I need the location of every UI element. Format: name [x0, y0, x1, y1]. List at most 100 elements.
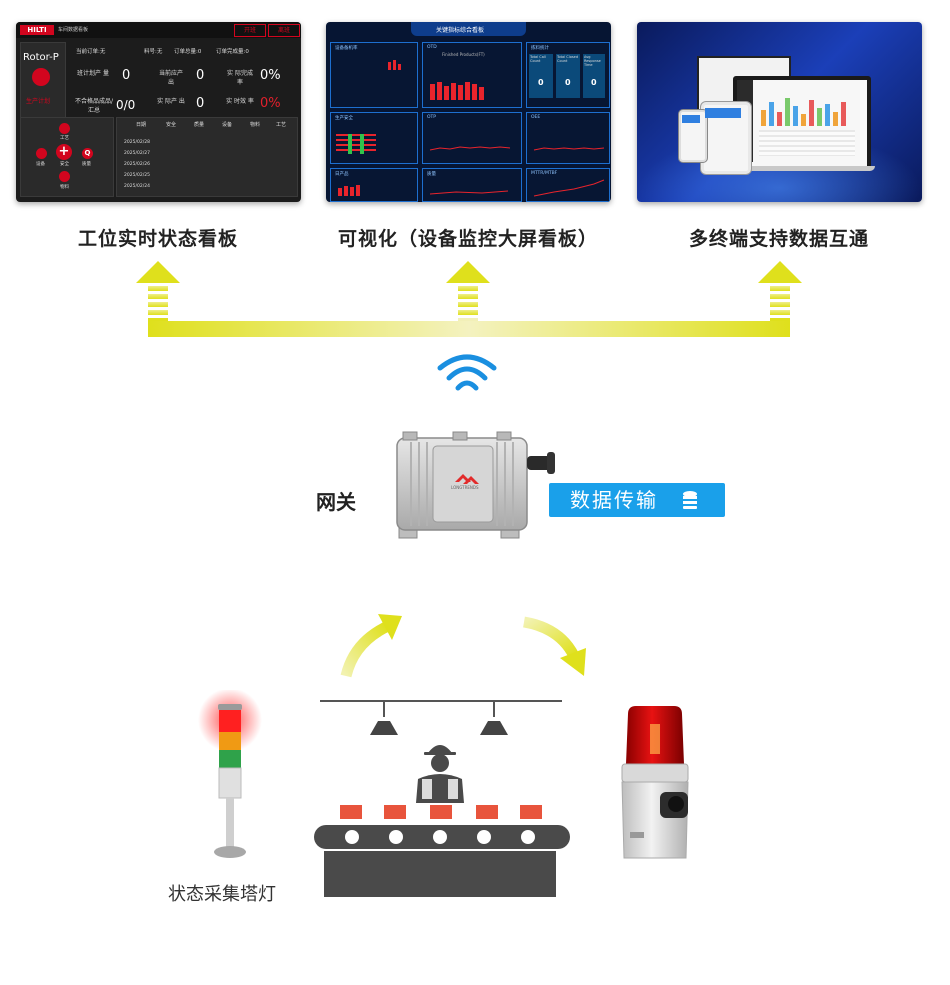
equipment-label: 设备	[36, 162, 45, 167]
kpi-cell-avg-response-label: Avg Response Time	[584, 55, 601, 67]
data-transfer-badge: 数据传输	[549, 483, 725, 517]
panel-equipment-rate-title: 设备备机率	[335, 46, 358, 51]
wifi-signal-icon	[437, 354, 497, 391]
kpi-cell-total-call	[529, 54, 553, 98]
equipment-bars	[388, 60, 401, 70]
table-date-row-1: 2025/02/28	[124, 140, 150, 145]
panel-daily-product-title: 日产品	[335, 172, 349, 177]
current-output-value: 0	[196, 68, 205, 83]
table-header-material: 物料	[250, 122, 261, 128]
shift-plan-label: 班计划产 量	[77, 70, 109, 77]
actual-rate-label: 实 际完成率	[227, 70, 253, 86]
panel-mttr-mtbf: MTTR/MTBF	[526, 168, 610, 202]
header-button-leave[interactable]: 离班	[268, 24, 300, 37]
panel-safety: 生产安全	[330, 112, 418, 164]
oee-line	[533, 147, 605, 151]
panel-shipping-title: 拣料统计	[531, 46, 549, 51]
actual-output-value: 0	[196, 96, 205, 111]
actual-output-label: 实 际产 出	[157, 98, 185, 105]
kpi-cell-total-call-label: Total Call Count	[530, 55, 546, 63]
tablet-blue-header	[705, 108, 741, 118]
phone-blue-header	[682, 115, 700, 123]
up-arrow-left	[136, 261, 180, 321]
station-header-title: 车间数据看板	[58, 27, 89, 33]
worker-figure	[416, 745, 464, 803]
panel-otp-title: OTP	[427, 115, 437, 120]
mtbf-line	[533, 179, 605, 197]
defect-label: 不合格品成品/汇总	[74, 98, 114, 114]
up-arrow-middle	[446, 261, 490, 321]
multi-terminal-screenshot	[637, 22, 922, 202]
laptop-base	[725, 166, 875, 171]
kpi-dashboard-title: 关键指标综合看板	[436, 27, 485, 34]
equipment-icon[interactable]	[36, 148, 47, 159]
hilti-logo: HILTI	[20, 25, 54, 35]
conveyor-rollers	[345, 830, 535, 844]
table-date-row-5: 2025/02/24	[124, 184, 150, 189]
panel-oee-title: OEE	[531, 115, 541, 120]
conveyor-boxes	[340, 805, 542, 819]
panel-mttr-mtbf-title: MTTR/MTBF	[531, 171, 558, 176]
panel-oee: OEE	[526, 112, 610, 164]
panel-safety-title: 生产安全	[335, 116, 353, 121]
station-board-screenshot: HILTI 车间数据看板 开班 离班 Rotor-P 生产计划 当前订单:无 料…	[16, 22, 301, 202]
safety-label: 安全	[60, 162, 69, 167]
andon-history-table	[116, 117, 298, 197]
table-header-equipment: 设备	[222, 122, 233, 128]
shift-plan-value: 0	[122, 68, 131, 83]
otd-subtitle: Finished Products(FT)	[442, 52, 485, 57]
order-total: 订单总量:0	[174, 49, 202, 55]
gateway-label: 网关	[316, 490, 356, 514]
gateway-brand-text: LONGTRENDS	[451, 485, 479, 490]
order-completed: 订单完成量:0	[216, 49, 249, 55]
upload-arrows-diagram	[136, 261, 802, 337]
current-output-label: 当前应产 出	[158, 70, 183, 86]
material-number: 料号:无	[144, 49, 163, 55]
table-date-row-4: 2025/02/25	[124, 173, 150, 178]
actual-rate-value: 0%	[260, 68, 281, 83]
panel-quality-title: 质量	[427, 172, 436, 177]
tower-light-label: 状态采集塔灯	[168, 884, 276, 905]
table-header-date: 日期	[136, 122, 147, 128]
material-icon[interactable]	[59, 171, 70, 182]
laptop-bar-chart	[761, 98, 846, 126]
kpi-dashboard-screenshot: 关键指标综合看板 设备备机率 OTD Finished Products(FT)…	[326, 22, 611, 202]
alarm-siren-image	[621, 706, 689, 859]
database-icon	[683, 491, 697, 509]
panel-daily-product: 日产品	[330, 168, 418, 202]
otp-line	[429, 146, 511, 151]
safety-plus-icon[interactable]: +	[56, 144, 72, 160]
kpi-cell-total-closed-value: 0	[565, 78, 571, 87]
kpi-cell-total-closed-label: Total Closed Count	[557, 55, 579, 63]
caption-multi-terminal: 多终端支持数据互通	[688, 228, 869, 250]
up-arrow-right	[758, 261, 802, 321]
defect-value: 0/0	[116, 98, 136, 112]
curved-arrow-up	[340, 614, 402, 678]
kpi-cell-avg-response	[583, 54, 605, 98]
table-date-row-3: 2025/02/26	[124, 162, 150, 167]
production-plan-link[interactable]: 生产计划	[26, 98, 51, 105]
panel-otd-title: OTD	[427, 45, 437, 50]
product-name: Rotor-P	[23, 52, 59, 63]
process-label: 工艺	[60, 136, 69, 141]
table-date-row-2: 2025/02/27	[124, 151, 150, 156]
daily-bars	[338, 185, 360, 196]
table-header-process: 工艺	[276, 122, 287, 128]
process-icon[interactable]	[59, 123, 70, 134]
kpi-cell-total-call-value: 0	[538, 78, 544, 87]
quality-label: 质量	[82, 162, 91, 167]
gateway-device-image	[396, 431, 555, 539]
table-header-quality: 质量	[194, 122, 205, 128]
laptop-table-rows	[759, 130, 855, 156]
conveyor-base	[324, 851, 556, 897]
tower-light-image	[198, 690, 262, 858]
data-transfer-label: 数据传输	[570, 488, 658, 512]
kpi-cell-avg-response-value: 0	[591, 78, 597, 87]
header-button-start[interactable]: 开班	[234, 24, 266, 37]
calendar-clock-icon	[32, 68, 50, 86]
efficiency-value: 0%	[260, 96, 281, 111]
safety-grid	[336, 134, 376, 151]
quality-q-icon[interactable]: Q	[82, 148, 93, 159]
horizontal-connector-bar	[148, 321, 790, 337]
table-header-safety: 安全	[166, 122, 177, 128]
